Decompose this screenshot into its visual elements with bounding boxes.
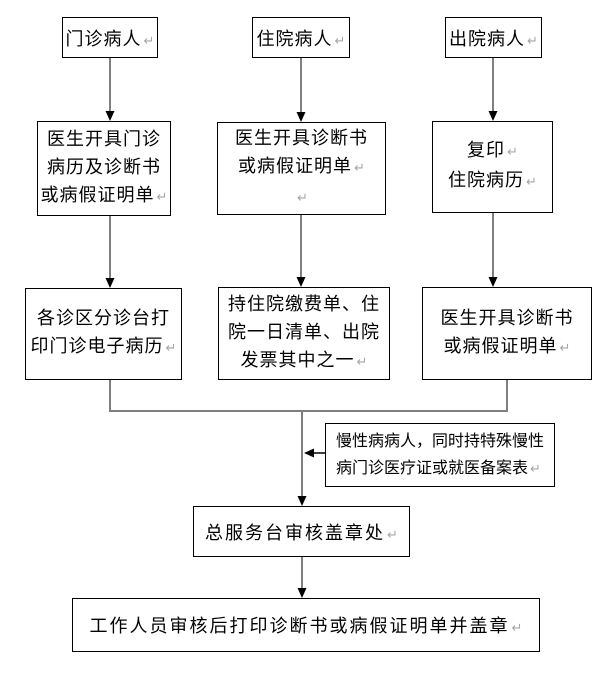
arrow-discharged-to-copy-head-icon bbox=[488, 111, 498, 121]
node-label-line: 或病假证明单↵ bbox=[443, 335, 571, 357]
node-label-line: 医生开具诊断书 bbox=[440, 307, 574, 329]
arrow-doctor-to-triage-head-icon bbox=[105, 278, 115, 288]
node-label-line: 慢性病病人，同时持特殊慢性 bbox=[336, 431, 545, 450]
return-mark-icon: ↵ bbox=[334, 33, 346, 49]
return-mark-icon: ↵ bbox=[356, 354, 368, 370]
node-label: 工作人员审核后打印诊断书或病假证明单并盖章↵ bbox=[89, 616, 523, 637]
node-label-line: 医生开具诊断书 bbox=[235, 127, 368, 149]
return-mark-icon: ↵ bbox=[526, 175, 537, 190]
return-mark-icon: ↵ bbox=[559, 340, 571, 356]
node-chronic-disease-note: 慢性病病人，同时持特殊慢性 病门诊医疗证或就医备案表↵ bbox=[325, 423, 555, 487]
node-inpatient-patient: 住院病人↵ bbox=[252, 17, 350, 58]
arrow-desk-to-final-head-icon bbox=[297, 588, 307, 598]
node-discharged-patient: 出院病人↵ bbox=[445, 17, 542, 58]
return-mark-icon: ↵ bbox=[527, 33, 538, 49]
return-mark-icon: ↵ bbox=[387, 527, 398, 543]
node-label-line: 住院病历↵ bbox=[448, 170, 537, 191]
node-label-line: 印门诊电子病历↵ bbox=[30, 336, 177, 357]
node-label-line: 持住院缴费单、住 bbox=[228, 293, 380, 315]
node-label: 总服务台审核盖章处↵ bbox=[205, 522, 398, 544]
node-label-line: 发票其中之一↵ bbox=[240, 349, 368, 371]
node-label-line: 医生开具门诊 bbox=[47, 128, 161, 150]
arrow-doctor-to-docs-head-icon bbox=[296, 277, 306, 287]
node-label-line: 复印↵ bbox=[467, 140, 518, 161]
return-mark-icon: ↵ bbox=[507, 145, 518, 160]
node-discharged-doctor-issue: 医生开具诊断书 或病假证明单↵ bbox=[422, 287, 592, 380]
node-label: 住院病人↵ bbox=[256, 28, 346, 50]
return-mark-icon: ↵ bbox=[297, 190, 308, 206]
arrow-outpatient-to-doctor-head-icon bbox=[105, 111, 115, 121]
return-mark-icon: ↵ bbox=[165, 341, 177, 356]
node-outpatient-patient: 门诊病人↵ bbox=[62, 17, 158, 58]
arrow-merge-to-desk-head-icon bbox=[297, 496, 307, 506]
node-label-line: 或病假证明单↵ bbox=[40, 184, 168, 206]
arrow-inpatient-to-doctor-head-icon bbox=[296, 112, 306, 122]
node-copy-inpatient-record: 复印↵ 住院病历↵ bbox=[432, 121, 553, 213]
node-label: 门诊病人↵ bbox=[65, 28, 155, 50]
node-label-line: 院一日清单、出院 bbox=[228, 321, 380, 343]
node-outpatient-doctor-issue: 医生开具门诊 病历及诊断书 或病假证明单↵ bbox=[37, 121, 171, 216]
return-mark-icon: ↵ bbox=[143, 33, 155, 49]
return-mark-icon: ↵ bbox=[156, 189, 168, 205]
node-service-desk-stamp: 总服务台审核盖章处↵ bbox=[193, 506, 410, 557]
node-label-line: 或病假证明单↵ bbox=[238, 155, 365, 177]
arrow-copy-to-doctor-head-icon bbox=[488, 277, 498, 287]
node-label-line: 病历及诊断书 bbox=[47, 156, 161, 178]
node-label-line: 病门诊医疗证或就医备案表↵ bbox=[336, 458, 541, 477]
return-mark-icon: ↵ bbox=[530, 462, 541, 477]
node-staff-print-stamp: 工作人员审核后打印诊断书或病假证明单并盖章↵ bbox=[72, 598, 540, 652]
node-label-line: 各诊区分诊台打 bbox=[37, 308, 170, 329]
return-mark-icon: ↵ bbox=[511, 621, 523, 636]
node-label-line: ↵ bbox=[295, 183, 308, 213]
arrow-chronic-note-head-icon bbox=[304, 448, 314, 458]
node-triage-desk-print: 各诊区分诊台打 印门诊电子病历↵ bbox=[25, 288, 182, 380]
return-mark-icon: ↵ bbox=[354, 160, 365, 176]
node-label: 出院病人↵ bbox=[449, 28, 538, 50]
node-inpatient-doctor-issue: 医生开具诊断书 或病假证明单↵ ↵ bbox=[217, 122, 386, 215]
node-inpatient-proof-documents: 持住院缴费单、住 院一日清单、出院 发票其中之一↵ bbox=[218, 287, 390, 380]
